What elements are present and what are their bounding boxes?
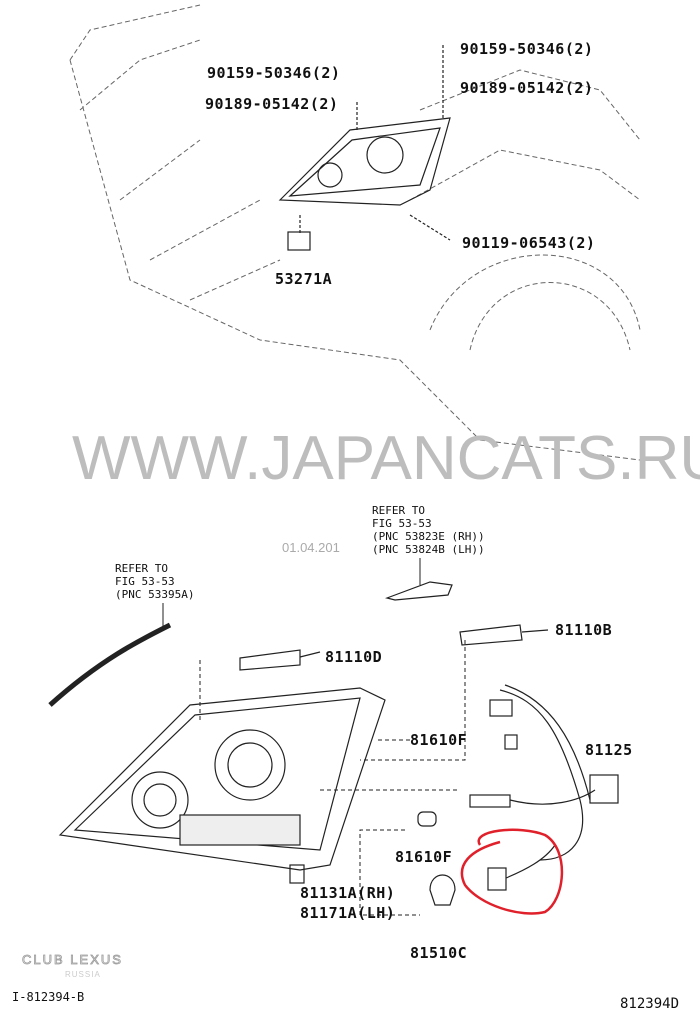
part-label-bulb-f2: 81610F xyxy=(395,848,453,866)
part-label-lamp-rh: 81131A(RH) xyxy=(300,884,396,902)
club-lexus-russia: RUSSIA xyxy=(65,970,101,979)
red-highlight-circle xyxy=(460,828,564,915)
leader-lines xyxy=(199,640,466,916)
refer-note-left: REFER TO FIG 53-53 (PNC 53395A) xyxy=(115,562,194,601)
part-label-nut-left: 90189-05142(2) xyxy=(205,95,339,113)
refer-line: REFER TO xyxy=(372,504,425,517)
footer-left-code: I-812394-B xyxy=(12,990,85,1004)
side-trim-strip xyxy=(48,622,172,707)
part-label-harness: 81125 xyxy=(585,741,633,759)
part-label-nut-right: 90189-05142(2) xyxy=(460,79,594,97)
refer-fig: FIG 53-53 xyxy=(115,575,175,588)
bracket-drawing xyxy=(384,581,453,601)
part-label-bulb-c: 81510C xyxy=(410,944,468,962)
main-headlamp-drawing xyxy=(58,687,386,884)
part-label-actuator: 53271A xyxy=(275,270,333,288)
date-stamp: 01.04.201 xyxy=(282,540,340,555)
watermark: WWW.JAPANCATS.RU xyxy=(72,424,700,493)
part-label-bulb-f1: 81610F xyxy=(410,731,468,749)
refer-pnc-lh: (PNC 53824B (LH)) xyxy=(372,543,485,556)
refer-pnc-rh: (PNC 53823E (RH)) xyxy=(372,530,485,543)
vehicle-outline xyxy=(69,4,641,461)
part-label-bulb-high: 81110B xyxy=(555,621,613,639)
bulbs-drawing xyxy=(239,624,549,906)
part-label-lamp-lh: 81171A(LH) xyxy=(300,904,396,922)
part-label-bulb-low: 81110D xyxy=(325,648,383,666)
top-headlamp-drawing xyxy=(278,45,451,251)
footer-right-code: 812394D xyxy=(620,996,680,1012)
part-label-bolt-left: 90159-50346(2) xyxy=(207,64,341,82)
refer-pnc: (PNC 53395A) xyxy=(115,588,195,601)
part-label-bolt-lower: 90119-06543(2) xyxy=(462,234,596,252)
refer-line: REFER TO xyxy=(115,562,168,575)
refer-note-right: REFER TO FIG 53-53 (PNC 53823E (RH)) (PN… xyxy=(372,504,485,556)
refer-fig: FIG 53-53 xyxy=(372,517,432,530)
wiring-harness-drawing xyxy=(487,684,619,891)
club-lexus-logo: CLUB LEXUS xyxy=(22,952,123,968)
part-label-bolt-right: 90159-50346(2) xyxy=(460,40,594,58)
